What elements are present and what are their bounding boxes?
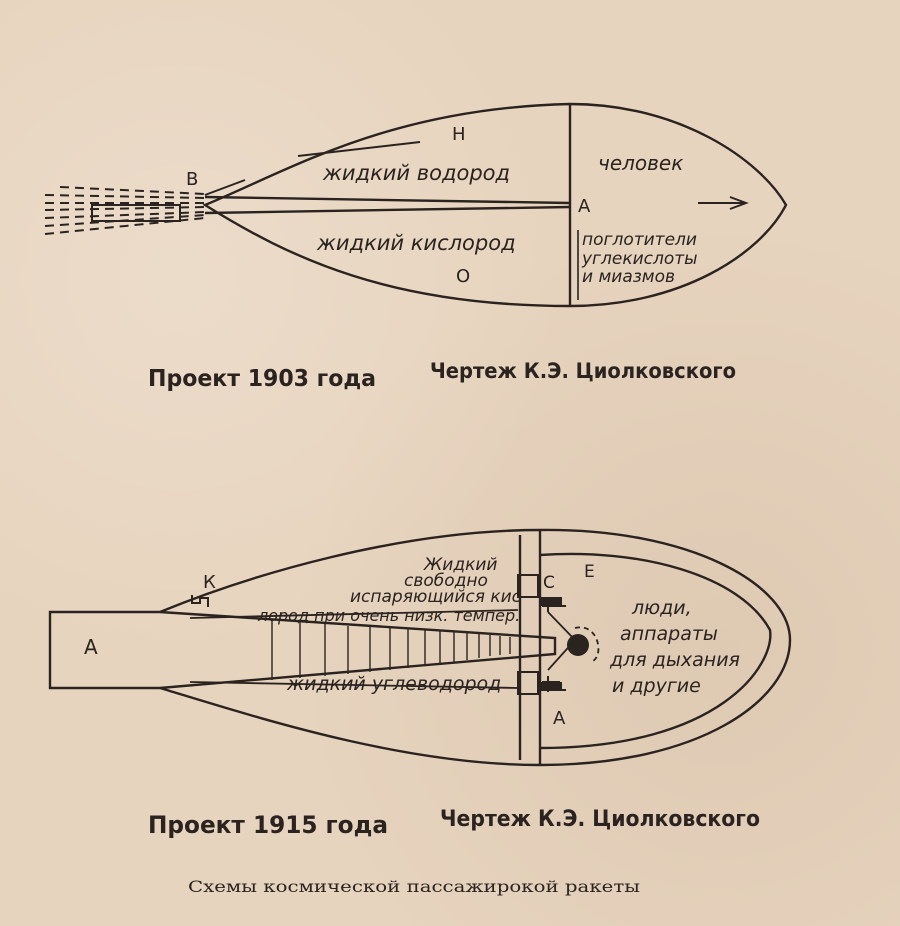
exhaust-box: [91, 204, 181, 222]
label-oxygen-1: Жидкий: [423, 555, 497, 575]
label-absorbers-2: углекислоты: [581, 249, 698, 269]
pump-C: [517, 574, 539, 598]
diagram-1915-labels: А К С Е А Жидкий свободно испаряющийся к…: [84, 555, 740, 729]
label-A-1903: А: [578, 196, 591, 217]
hull-1903-outline: [202, 102, 788, 308]
caption-drawing-1915: Чертеж К.Э. Циолковского: [440, 807, 760, 832]
direction-arrow-head: [729, 196, 749, 210]
label-people-3: для дыхания: [609, 649, 740, 671]
label-oxygen: жидкий кислород: [316, 231, 516, 255]
hydrocarbon-tank-roof: [189, 681, 519, 689]
combustion-head: [567, 634, 589, 656]
label-people-1: люди,: [631, 597, 692, 619]
label-K: К: [203, 572, 216, 593]
label-absorbers-1: поглотители: [582, 230, 697, 250]
label-O: О: [456, 266, 470, 287]
crew-compartment-inner: [539, 552, 772, 750]
label-absorbers-3: и миазмов: [582, 267, 675, 287]
label-B: В: [186, 169, 198, 190]
label-A-nozzle: А: [84, 635, 98, 659]
footer-caption: Схемы космической пассажирокой ракеты: [188, 877, 640, 896]
caption-project-1915: Проект 1915 года: [148, 811, 388, 839]
nozzle-lower-line: [204, 205, 571, 215]
pump-lower: [517, 671, 539, 695]
nozzle-upper-line: [204, 195, 571, 205]
label-people-2: аппараты: [620, 623, 718, 645]
pump-C-fill: [540, 597, 562, 606]
label-oxygen-4: лород при очень низк. темпер.: [257, 606, 520, 625]
label-oxygen-3: испаряющийся кис-: [350, 587, 527, 607]
combustion-head-dashed: [574, 626, 600, 663]
label-human: человек: [598, 151, 683, 175]
valve-K: [191, 595, 209, 607]
caption-project-1903: Проект 1903 года: [148, 366, 376, 392]
pump-lower-fill: [540, 682, 562, 691]
label-hydrogen: жидкий водород: [322, 161, 510, 185]
label-oxygen-2: свободно: [404, 571, 488, 591]
label-H: Н: [452, 124, 466, 145]
caption-drawing-1903: Чертеж К.Э. Циолковского: [430, 359, 736, 383]
combustion-chamber-ticks: [271, 620, 511, 680]
label-A-lower: А: [553, 708, 566, 729]
oxygen-tank-floor: [189, 609, 519, 619]
lever-B: [204, 179, 246, 196]
diagram-1903: [44, 102, 788, 308]
diagram-1915: [48, 528, 792, 767]
label-C: С: [543, 573, 555, 593]
tank-divider-1903: [297, 141, 421, 157]
diagram-1903-labels: В Н жидкий водород жидкий кислород О чел…: [186, 124, 698, 287]
hull-1915-outer: [159, 528, 792, 767]
label-hydrocarbon: жидкий углеводород: [286, 673, 501, 695]
label-E: Е: [584, 562, 595, 582]
label-people-4: и другие: [612, 675, 701, 697]
